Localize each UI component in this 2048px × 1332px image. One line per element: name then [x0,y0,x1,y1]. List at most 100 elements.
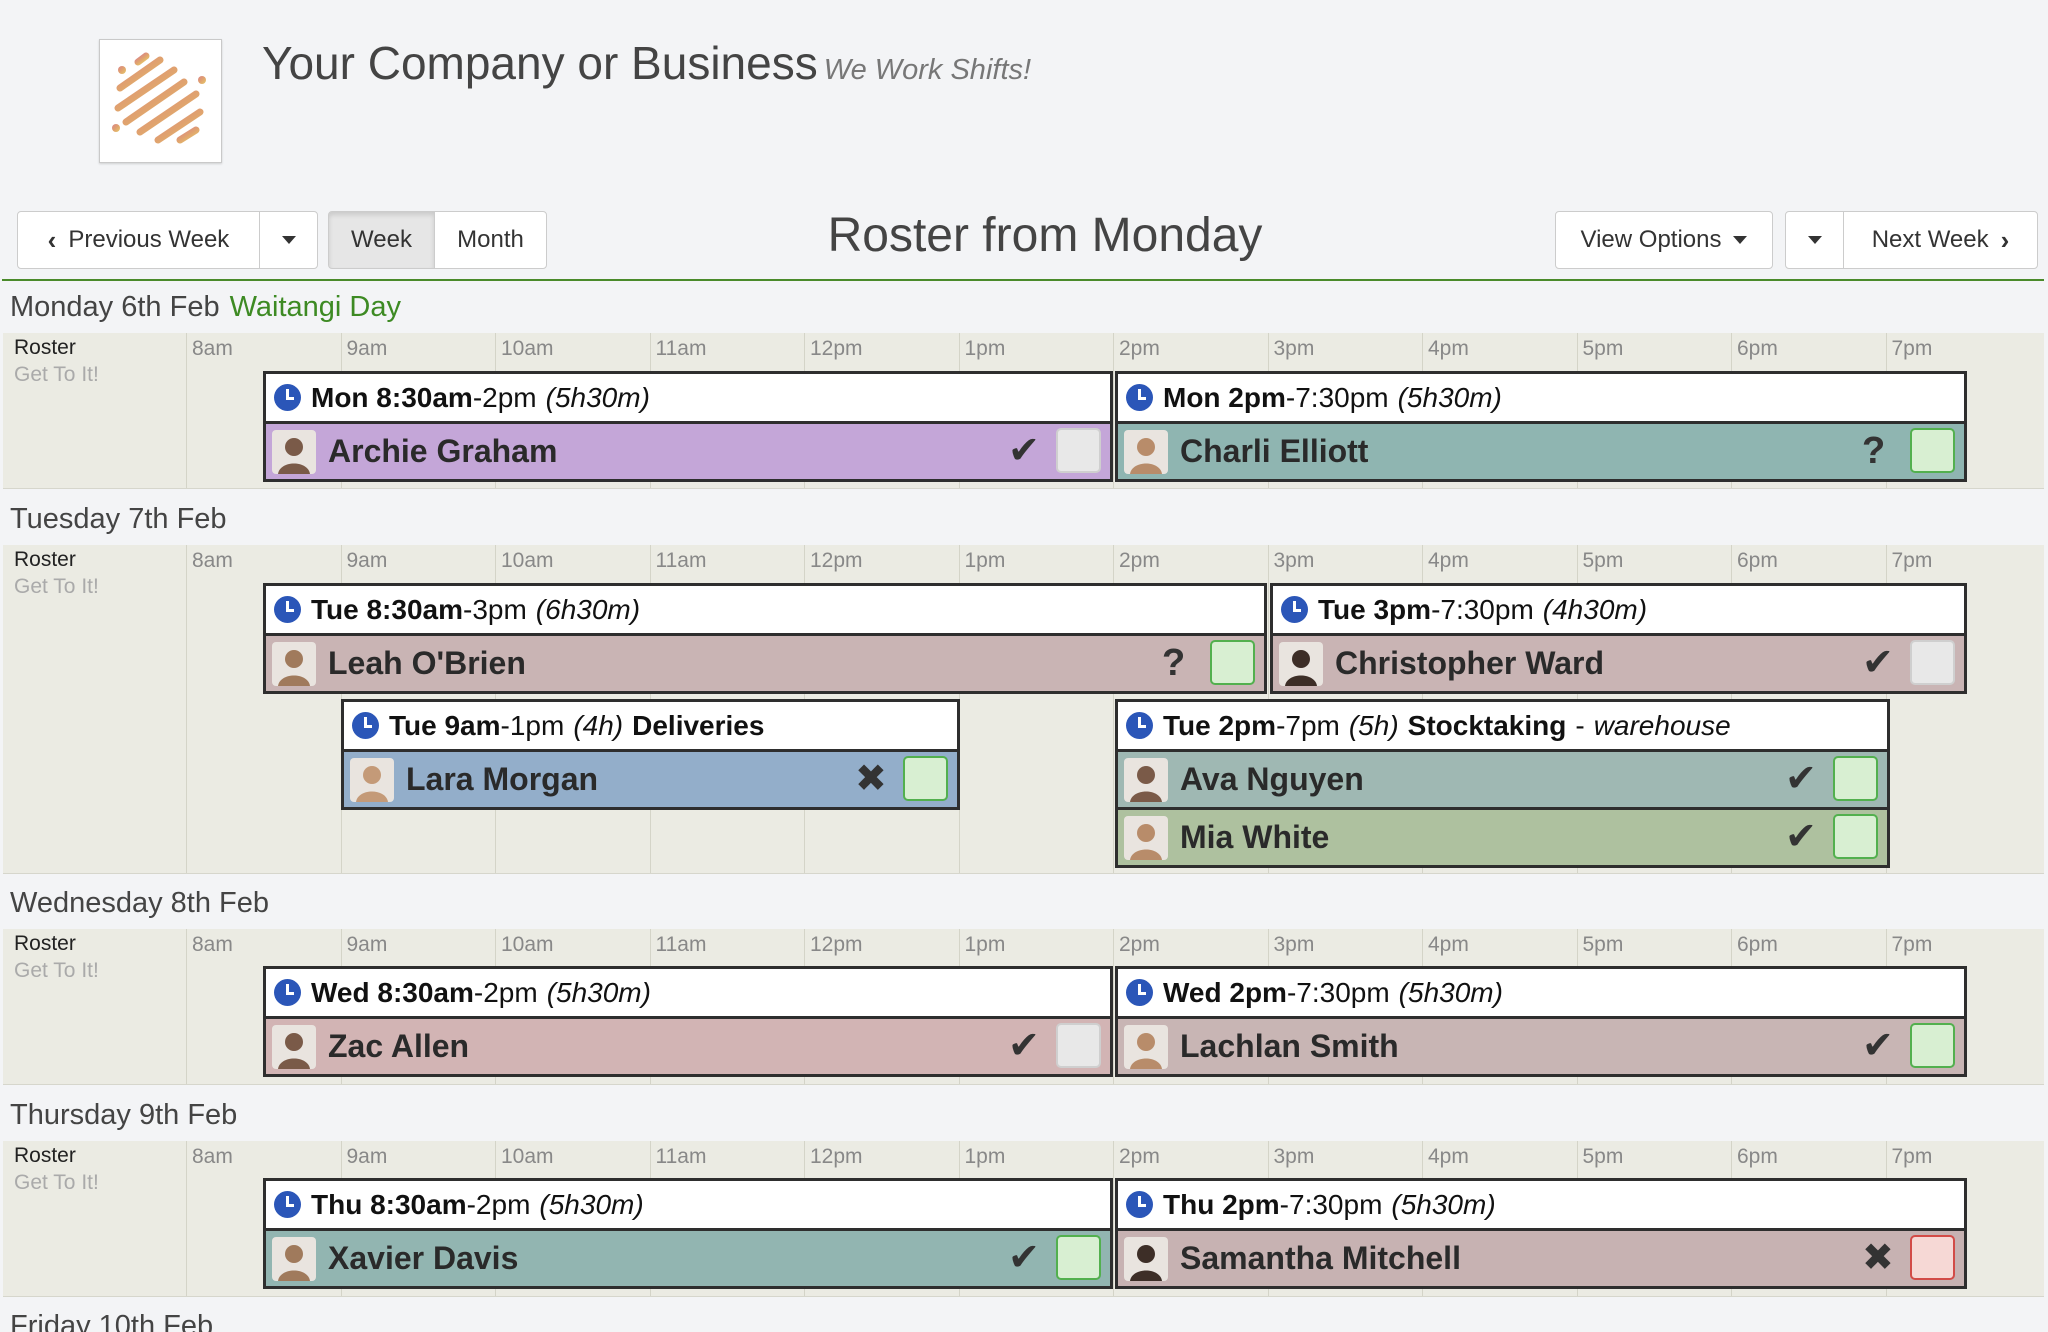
person-row[interactable]: Charli Elliott? [1118,424,1964,479]
shift-duration: (5h30m) [1397,381,1502,413]
confirmed-icon: ✔ [1862,642,1894,684]
shift-card[interactable]: Mon 2pm-7:30pm(5h30m)Charli Elliott? [1115,371,1967,482]
page-title: Roster from Monday [827,209,1263,262]
hour-tick-label: 11am [655,549,707,572]
clock-icon [1126,979,1153,1006]
confirmed-icon: ✔ [1862,1025,1894,1067]
attendance-checkbox[interactable] [1910,428,1955,473]
hour-tick-label: 9am [346,337,388,360]
person-row[interactable]: Leah O'Brien? [266,636,1264,691]
shift-header[interactable]: Tue 8:30am-3pm(6h30m) [266,586,1264,633]
shift-duration: (4h30m) [1542,593,1648,625]
hour-tick-label: 3pm [1273,549,1315,572]
shift-card[interactable]: Thu 8:30am-2pm(5h30m)Xavier Davis✔ [263,1178,1113,1289]
hour-tick-label: 9am [346,933,388,956]
shift-card[interactable]: Wed 8:30am-2pm(5h30m)Zac Allen✔ [263,966,1113,1077]
shift-header[interactable]: Thu 2pm-7:30pm(5h30m) [1118,1181,1964,1228]
person-name: Leah O'Brien [328,645,526,681]
hour-tick-label: 10am [501,337,554,360]
hour-tick-label: 4pm [1428,549,1469,572]
attendance-checkbox[interactable] [1910,640,1955,685]
avatar [272,641,316,686]
logo-stripes-icon [112,52,206,144]
shift-header[interactable]: Tue 9am-1pm(4h)Deliveries [344,702,957,749]
shift-header[interactable]: Wed 2pm-7:30pm(5h30m) [1118,969,1964,1016]
caret-down-icon [281,236,296,244]
next-week-label: Next Week [1871,226,1989,253]
hour-tick-label: 5pm [1582,1145,1624,1168]
holiday-label: Waitangi Day [229,291,401,323]
next-week-button[interactable]: Next Week › [1843,211,2038,269]
shift-start-time: Tue 3pm [1318,593,1432,625]
shift-header[interactable]: Mon 8:30am-2pm(5h30m) [266,374,1110,421]
day-heading: Friday 10th Feb [10,1310,213,1332]
hour-tick-label: 2pm [1119,549,1160,572]
attendance-checkbox[interactable] [1056,1235,1101,1280]
roster-label: Roster [14,336,76,359]
shift-card[interactable]: Thu 2pm-7:30pm(5h30m)Samantha Mitchell✖ [1115,1178,1967,1289]
shift-start-time: Wed 8:30am [311,976,474,1008]
hour-tick-label: 12pm [810,337,863,360]
hour-tick-label: 4pm [1428,1145,1469,1168]
shift-end-time: -2pm [466,1188,531,1220]
shift-header[interactable]: Mon 2pm-7:30pm(5h30m) [1118,374,1964,421]
shift-card[interactable]: Mon 8:30am-2pm(5h30m)Archie Graham✔ [263,371,1113,482]
attendance-checkbox[interactable] [1210,640,1255,685]
attendance-checkbox[interactable] [1056,428,1101,473]
attendance-checkbox[interactable] [903,756,948,801]
person-row[interactable]: Lachlan Smith✔ [1118,1019,1964,1074]
shift-duration: (4h) [573,709,624,741]
week-view-button[interactable]: Week [328,211,435,269]
shift-start-time: Wed 2pm [1163,976,1287,1008]
person-name: Zac Allen [328,1028,470,1064]
previous-week-button[interactable]: ‹ Previous Week [17,211,260,269]
shift-header[interactable]: Tue 3pm-7:30pm(4h30m) [1273,586,1964,633]
attendance-checkbox[interactable] [1833,756,1878,801]
hour-tick-label: 2pm [1119,1145,1160,1168]
view-options-button[interactable]: View Options [1555,211,1773,269]
person-name: Samantha Mitchell [1180,1240,1461,1276]
shift-header[interactable]: Tue 2pm-7pm(5h)Stocktaking-warehouse [1118,702,1887,749]
hour-tick-label: 7pm [1891,1145,1933,1168]
question-icon: ? [1862,430,1886,472]
attendance-checkbox[interactable] [1056,1023,1101,1068]
clock-icon [1126,712,1153,739]
attendance-checkbox[interactable] [1833,814,1878,859]
person-row[interactable]: Zac Allen✔ [266,1019,1110,1074]
person-row[interactable]: Lara Morgan✖ [344,752,957,807]
hour-tick-label: 2pm [1119,337,1160,360]
roster-sublabel: Get To It! [14,363,99,386]
shift-start-time: Mon 8:30am [311,381,473,413]
avatar [1124,1236,1168,1281]
roster-label: Roster [14,548,76,571]
shift-card[interactable]: Wed 2pm-7:30pm(5h30m)Lachlan Smith✔ [1115,966,1967,1077]
day-title: Thursday 9th Feb [10,1099,238,1131]
hour-tick-label: 6pm [1737,933,1778,956]
shift-header[interactable]: Thu 8:30am-2pm(5h30m) [266,1181,1110,1228]
shift-card[interactable]: Tue 8:30am-3pm(6h30m)Leah O'Brien? [263,583,1267,694]
hour-tick-label: 7pm [1891,933,1933,956]
clock-icon [274,596,301,623]
person-row[interactable]: Ava Nguyen✔ [1118,752,1887,807]
attendance-checkbox[interactable] [1910,1235,1955,1280]
person-row[interactable]: Christopher Ward✔ [1273,636,1964,691]
next-week-dropdown-button[interactable] [1785,211,1844,269]
month-view-button[interactable]: Month [434,211,547,269]
person-row[interactable]: Samantha Mitchell✖ [1118,1231,1964,1286]
person-row[interactable]: Mia White✔ [1118,810,1887,865]
caret-down-icon [1807,236,1822,244]
confirmed-icon: ✔ [1785,758,1817,800]
attendance-checkbox[interactable] [1910,1023,1955,1068]
previous-week-dropdown-button[interactable] [259,211,318,269]
hour-tick-label: 11am [655,337,707,360]
hour-gridline [1113,1141,1114,1296]
shift-header[interactable]: Wed 8:30am-2pm(5h30m) [266,969,1110,1016]
shift-card[interactable]: Tue 3pm-7:30pm(4h30m)Christopher Ward✔ [1270,583,1967,694]
person-row[interactable]: Xavier Davis✔ [266,1231,1110,1286]
hour-tick-label: 8am [192,337,233,360]
person-row[interactable]: Archie Graham✔ [266,424,1110,479]
shift-duration: (5h30m) [1391,1188,1496,1220]
